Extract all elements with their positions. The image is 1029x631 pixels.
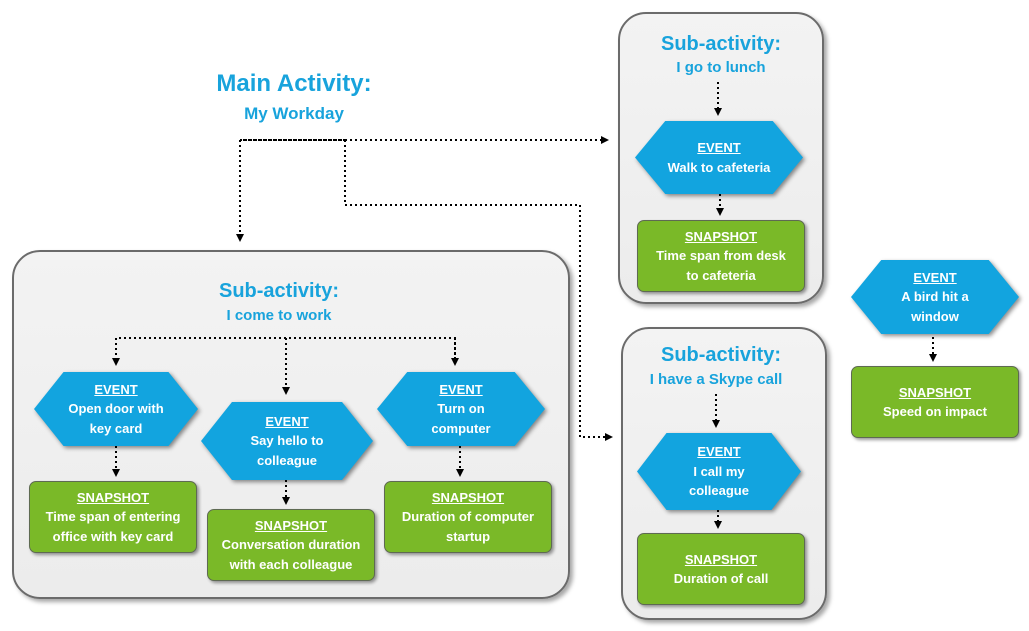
event-say-hello: EVENT Say hello to colleague	[201, 402, 373, 480]
event-text-line: key card	[89, 420, 143, 436]
snapshot-conversation-duration: SNAPSHOT Conversation duration with each…	[207, 509, 375, 581]
snapshot-label: SNAPSHOT	[684, 228, 758, 244]
event-text-line: Say hello to	[250, 433, 324, 449]
snapshot-label: SNAPSHOT	[254, 517, 328, 533]
snapshot-text-line: Time span from desk	[656, 248, 786, 264]
snapshot-text-line: Duration of call	[673, 571, 769, 586]
snapshot-label: SNAPSHOT	[76, 489, 150, 505]
skype-subtitle: I have a Skype call	[649, 371, 783, 388]
event-label: EVENT	[439, 381, 483, 397]
snapshot-entering-office: SNAPSHOT Time span of entering office wi…	[29, 481, 197, 553]
event-call-colleague: EVENT I call my colleague	[637, 433, 801, 510]
snapshot-text-line: Speed on impact	[882, 404, 988, 419]
event-text-line: A bird hit a	[901, 289, 969, 305]
lunch-title: Sub-activity:	[660, 33, 782, 55]
snapshot-text-line: startup	[445, 528, 491, 544]
connector-main-to-work	[236, 139, 345, 242]
snapshot-label: SNAPSHOT	[684, 551, 758, 567]
event-text-line: colleague	[689, 483, 749, 499]
snapshot-text-line: to cafeteria	[686, 267, 756, 283]
snapshot-computer-startup: SNAPSHOT Duration of computer startup	[384, 481, 552, 553]
event-text-line: Open door with	[68, 401, 164, 417]
event-label: EVENT	[265, 413, 309, 429]
main-activity-subtitle: My Workday	[244, 104, 344, 123]
event-text-line: I call my	[693, 463, 745, 479]
event-text-line: computer	[431, 420, 491, 436]
main-activity-title: Main Activity:	[216, 70, 372, 97]
snapshot-label: SNAPSHOT	[898, 384, 972, 400]
snapshot-text-line: office with key card	[52, 528, 174, 544]
skype-title: Sub-activity:	[660, 344, 782, 366]
snapshot-speed-on-impact: SNAPSHOT Speed on impact	[851, 366, 1019, 438]
event-text-line: Turn on	[437, 401, 485, 417]
lunch-subtitle: I go to lunch	[676, 59, 766, 76]
snapshot-text-line: with each colleague	[229, 556, 353, 572]
work-title: Sub-activity:	[218, 280, 340, 302]
event-text-line: Walk to cafeteria	[667, 159, 771, 175]
event-text-line: colleague	[257, 452, 317, 468]
connector-main-to-skype	[344, 140, 613, 441]
snapshot-duration-of-call: SNAPSHOT Duration of call	[637, 533, 805, 605]
event-label: EVENT	[697, 140, 741, 155]
event-label: EVENT	[94, 381, 138, 397]
event-bird-hit-window: EVENT A bird hit a window	[851, 260, 1019, 334]
event-turn-on-computer: EVENT Turn on computer	[377, 372, 545, 446]
snapshot-text-line: Conversation duration	[221, 537, 361, 553]
event-label: EVENT	[697, 444, 741, 460]
event-walk-to-cafeteria: EVENT Walk to cafeteria	[635, 121, 803, 194]
snapshot-text-line: Time span of entering	[45, 509, 181, 525]
event-open-door: EVENT Open door with key card	[34, 372, 198, 446]
event-label: EVENT	[913, 269, 957, 285]
work-subtitle: I come to work	[226, 307, 332, 324]
snapshot-text-line: Duration of computer	[401, 509, 535, 525]
snapshot-label: SNAPSHOT	[431, 489, 505, 505]
event-text-line: window	[911, 308, 959, 324]
snapshot-desk-to-cafeteria: SNAPSHOT Time span from desk to cafeteri…	[637, 220, 805, 292]
